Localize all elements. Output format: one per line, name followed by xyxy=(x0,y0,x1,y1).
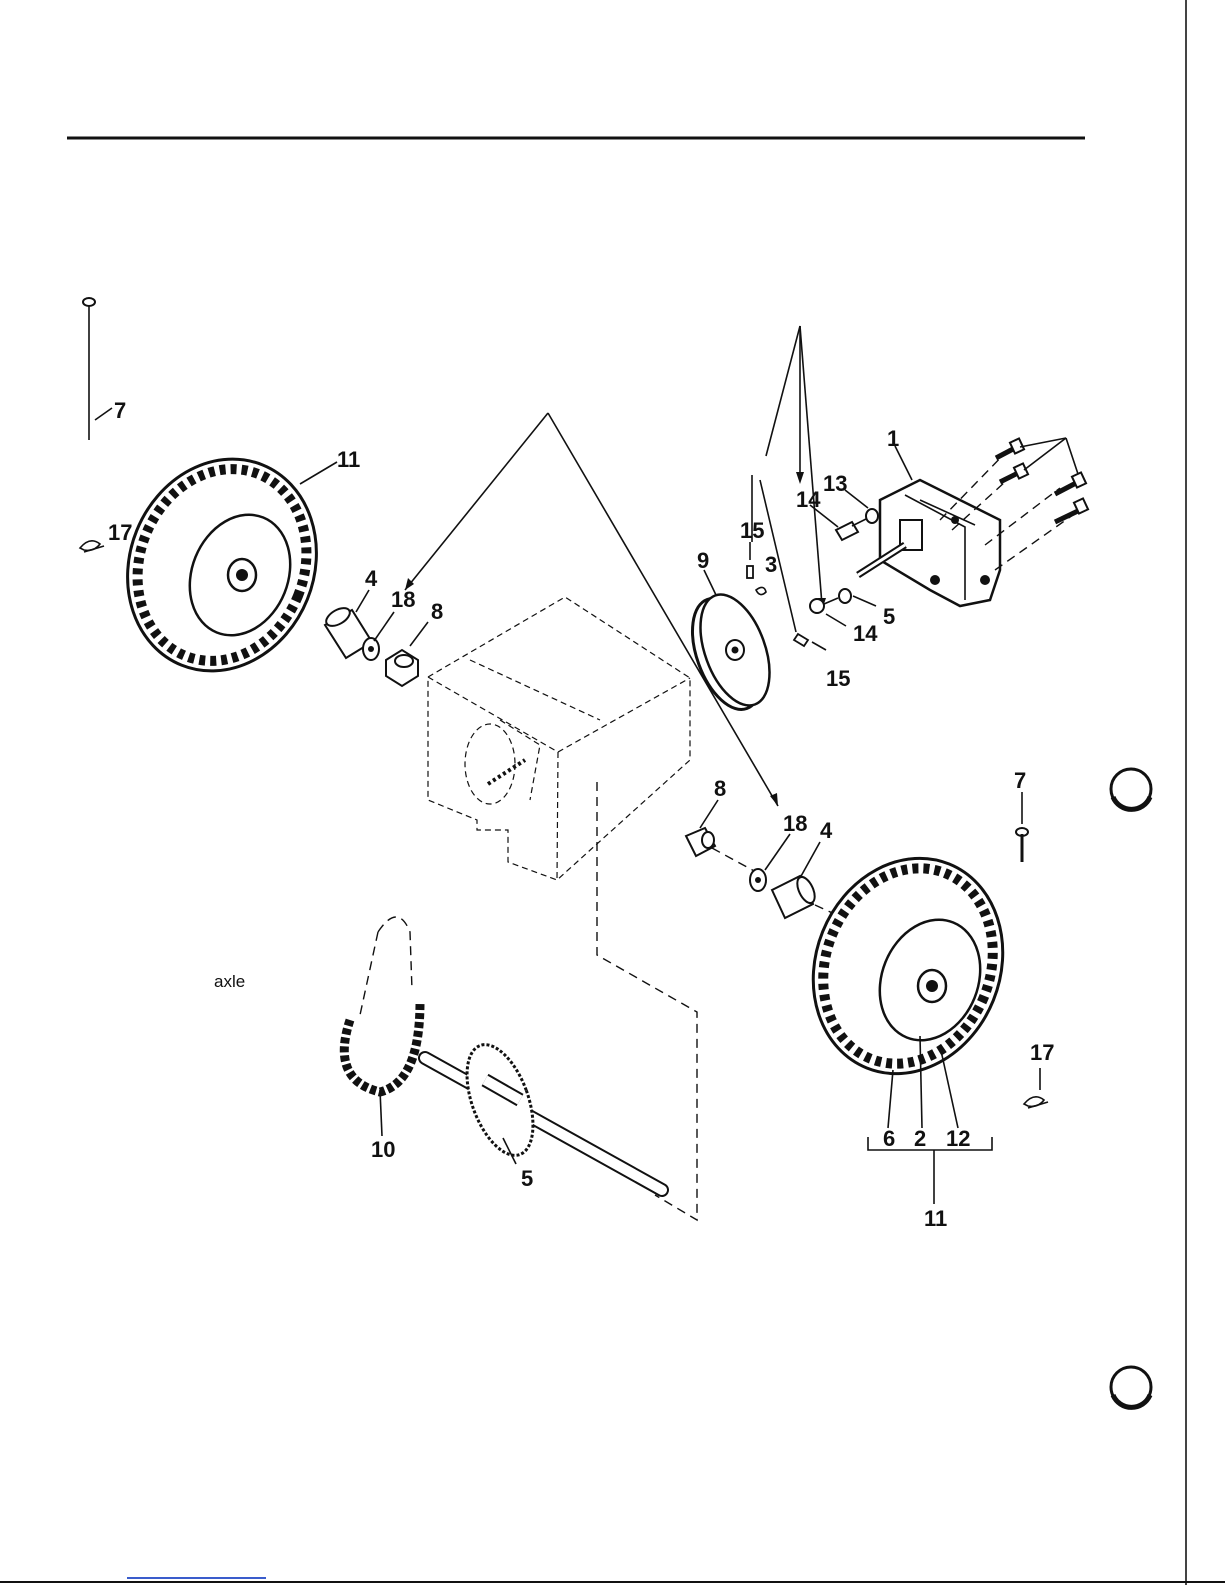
frame-housing xyxy=(428,597,697,1220)
washer-5-right xyxy=(839,589,851,603)
callout-17-top: 17 xyxy=(108,520,132,545)
callout-12: 12 xyxy=(946,1126,970,1151)
callout-8-right: 8 xyxy=(714,776,726,801)
transmission-bolts xyxy=(996,438,1088,522)
transmission-1 xyxy=(858,480,1000,606)
callout-7-top: 7 xyxy=(114,398,126,423)
callout-2: 2 xyxy=(914,1126,926,1151)
chain-10 xyxy=(344,917,420,1092)
pin-7-right xyxy=(1016,792,1028,862)
callout-14-mid: 14 xyxy=(853,621,878,646)
callout-11-bottom: 11 xyxy=(924,1206,947,1231)
pulley-9 xyxy=(679,585,783,719)
key-3 xyxy=(756,587,766,594)
washer-13 xyxy=(866,509,878,523)
washer-18-left xyxy=(363,638,379,660)
setscrew-15-mid xyxy=(794,634,808,646)
sprocket-5 xyxy=(454,1036,546,1164)
callout-3: 3 xyxy=(765,552,777,577)
callout-7-right: 7 xyxy=(1014,768,1026,793)
pin-7-left xyxy=(83,298,95,440)
callout-11-top: 11 xyxy=(337,447,360,472)
callout-6: 6 xyxy=(883,1126,895,1151)
bolt-14-top xyxy=(836,518,868,540)
callout-5-bottom: 5 xyxy=(521,1166,533,1191)
callout-10: 10 xyxy=(371,1137,395,1162)
callout-8-left: 8 xyxy=(431,599,443,624)
right-wheel xyxy=(781,830,1034,1103)
bearing-8-left xyxy=(386,650,418,686)
left-wheel xyxy=(96,430,348,699)
callout-5-right: 5 xyxy=(883,604,895,629)
callout-9: 9 xyxy=(697,548,709,573)
callout-13: 13 xyxy=(823,471,847,496)
hole-punch-icon xyxy=(1111,1367,1151,1407)
setscrew-15-top xyxy=(747,542,753,578)
callout-18-left: 18 xyxy=(391,587,415,612)
callout-15-top: 15 xyxy=(740,518,764,543)
callout-4-right: 4 xyxy=(820,818,833,843)
callout-15-mid: 15 xyxy=(826,666,850,691)
hole-punch-icon xyxy=(1111,769,1151,809)
axle-shaft xyxy=(425,1058,662,1190)
hairpin-17-right xyxy=(1024,1068,1048,1108)
callout-4-left: 4 xyxy=(365,566,378,591)
callout-17-right: 17 xyxy=(1030,1040,1054,1065)
bearing-8-right xyxy=(686,828,715,856)
hairpin-17-left xyxy=(80,541,104,552)
axle-label: axle xyxy=(214,972,245,991)
callout-1: 1 xyxy=(887,426,899,451)
washer-18-right xyxy=(750,869,766,891)
callout-18-right: 18 xyxy=(783,811,807,836)
bushing-4-right xyxy=(772,874,818,918)
callout-14-top: 14 xyxy=(796,487,821,512)
